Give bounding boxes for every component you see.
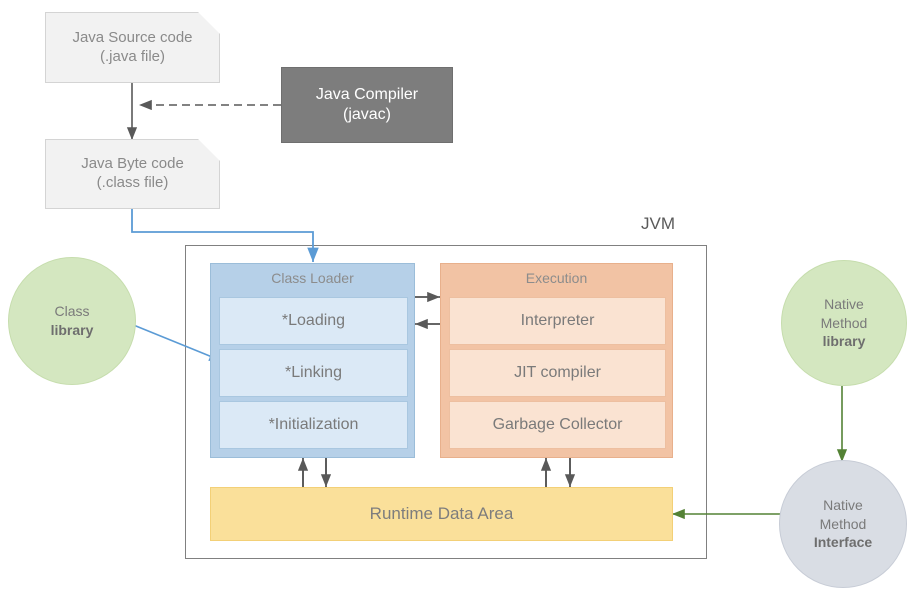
- execution-item-garbage-collector: Garbage Collector: [449, 401, 666, 449]
- java-source-code-line1: Java Source code: [72, 28, 193, 46]
- class-library-line1: Class: [54, 303, 90, 320]
- native-method-library-circle: Native Method library: [781, 260, 907, 386]
- native-method-interface-line1: Native: [823, 496, 863, 513]
- class-loader-item-loading: *Loading: [219, 297, 408, 345]
- class-library-circle: Class library: [8, 257, 136, 385]
- class-library-line2: library: [50, 322, 94, 338]
- class-loader-item-initialization: *Initialization: [219, 401, 408, 449]
- native-method-library-line2: Method: [820, 314, 868, 331]
- native-method-interface-circle: Native Method Interface: [779, 460, 907, 588]
- execution-title: Execution: [525, 270, 588, 286]
- class-loader-item-linking: *Linking: [219, 349, 408, 397]
- java-compiler-line1: Java Compiler: [315, 86, 419, 103]
- native-method-interface-line3: Interface: [813, 534, 873, 551]
- jvm-container: [185, 245, 707, 559]
- class-loader-panel: Class Loader *Loading *Linking *Initiali…: [210, 263, 415, 458]
- native-method-interface-line2: Method: [819, 515, 867, 532]
- java-source-code-box: Java Source code (.java file): [45, 12, 220, 83]
- java-byte-code-line2: (.class file): [96, 174, 169, 191]
- execution-panel: Execution Interpreter JIT compiler Garba…: [440, 263, 673, 458]
- jvm-label: JVM: [641, 214, 675, 233]
- native-method-library-line3: library: [822, 333, 866, 350]
- execution-item-jit-compiler: JIT compiler: [449, 349, 666, 397]
- java-compiler-line2: (javac): [342, 106, 391, 123]
- java-source-code-line2: (.java file): [99, 47, 166, 65]
- execution-item-interpreter: Interpreter: [449, 297, 666, 345]
- java-compiler-box: Java Compiler (javac): [281, 67, 453, 143]
- runtime-data-area-box: Runtime Data Area: [210, 487, 673, 541]
- java-byte-code-line1: Java Byte code: [81, 155, 184, 173]
- java-byte-code-box: Java Byte code (.class file): [45, 139, 220, 209]
- native-method-library-line1: Native: [824, 295, 864, 312]
- class-loader-title: Class Loader: [271, 270, 354, 286]
